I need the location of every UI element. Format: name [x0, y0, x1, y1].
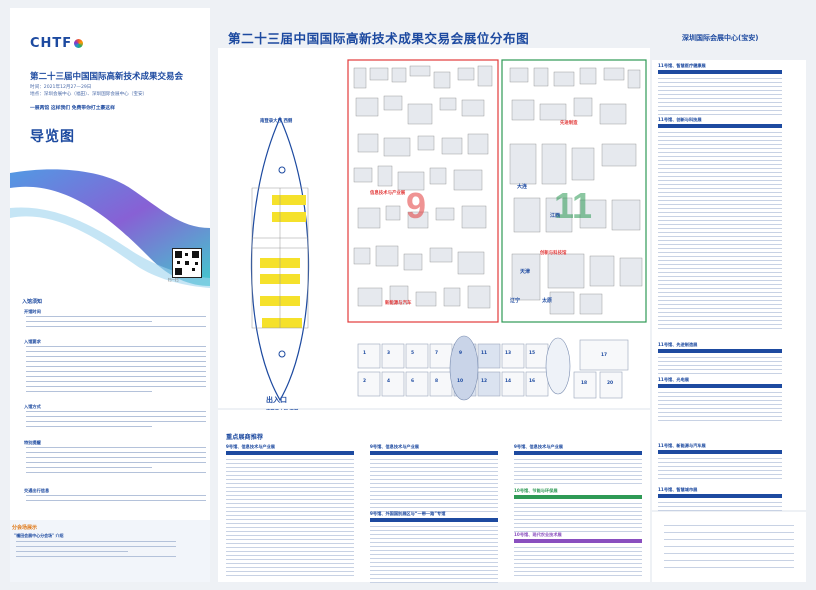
exhibitor-table-5 — [658, 450, 782, 479]
venue-map: 9 11 — [250, 59, 647, 402]
list-heading-5: 11号馆、新能源与汽车展 — [658, 443, 706, 448]
expo-title: 第二十三届中国国际高新技术成果交易会 — [30, 72, 184, 82]
list-heading-1: 11号馆、智慧医疗健康展 — [658, 63, 706, 68]
left-panel — [10, 8, 210, 582]
exhibitor-table-2 — [658, 124, 782, 329]
expo-info: 时间：2021年12月27—29日 地点：深圳会展中心（福田）、深圳国际会展中心… — [30, 85, 148, 97]
qr-label: 扫一扫 — [168, 278, 179, 282]
footer-title: 分会场展示 — [12, 525, 38, 531]
ticket-heading: 入馆方式 — [24, 404, 41, 409]
entry-notes-text — [26, 346, 206, 396]
key-group-3-title: 9号馆、外国国别展区与“一带一路”专馆 — [370, 511, 446, 516]
transport-text — [26, 495, 206, 505]
footer-text — [16, 541, 176, 561]
venue-name: 深圳国际会展中心(宝安) — [682, 34, 759, 42]
key-group-5-title: 10号馆、节能与环保展 — [514, 488, 558, 493]
key-table-2 — [370, 451, 498, 512]
logo-mark-icon — [74, 39, 84, 48]
booth-dalian: 大连 — [517, 184, 528, 190]
booth-taiyuan: 太原 — [542, 298, 553, 304]
hall-9-number: 9 — [406, 185, 426, 226]
list-heading-2: 11号馆、创新与科技展 — [658, 117, 702, 122]
key-table-6 — [514, 539, 642, 576]
open-time-heading: 开馆时间 — [24, 309, 41, 314]
key-table-4 — [514, 451, 642, 484]
key-table-5 — [514, 495, 642, 532]
central-lobby-ellipse — [545, 337, 571, 395]
footer-subtitle: "福田会展中心分会场" 介绍 — [14, 533, 64, 538]
transport-heading: 交通出行信息 — [24, 488, 50, 493]
map-title: 第二十三届中国国际高新技术成果交易会展位分布图 — [228, 31, 530, 46]
list-heading-4: 11号馆、光电展 — [658, 377, 689, 382]
exhibitor-table-1 — [658, 70, 782, 115]
booth-jiangxi: 江西 — [550, 213, 561, 219]
key-table-1 — [226, 451, 354, 576]
hall-11-number: 11 — [554, 185, 592, 226]
entry-notes-heading: 入馆要求 — [24, 339, 41, 344]
key-group-1-title: 9号馆、信息技术与产业展 — [226, 444, 275, 449]
key-group-4-title: 9号馆、信息技术与产业展 — [514, 444, 563, 449]
lobby-marker-top — [278, 166, 286, 174]
exhibitor-lists-panel — [652, 60, 806, 510]
hall-strip — [357, 339, 629, 399]
exhibitor-table-6 — [658, 494, 782, 511]
exhibitor-table-3 — [658, 349, 782, 374]
ticket-text — [26, 411, 206, 431]
red-label-1: 信息技术与产业展 — [370, 191, 406, 196]
decorative-wave — [10, 169, 210, 288]
red-label-2: 先进制造 — [560, 121, 578, 126]
north-lobby-ellipse — [449, 335, 479, 401]
list-heading-3: 11号馆、先进制造展 — [658, 342, 698, 347]
key-table-3 — [370, 518, 498, 583]
booth-liaoning: 辽宁 — [510, 298, 521, 304]
west-lobby-label: 南登录大厅 西侧 — [260, 119, 293, 124]
hall-11-booths — [509, 67, 643, 315]
lobby-marker-bottom — [278, 350, 286, 358]
reminder-heading: 特别提醒 — [24, 440, 41, 445]
entrance-label: 出入口 — [266, 396, 287, 404]
slogan: 一展两馆 这样我们 免费带你打土豪这样 — [30, 106, 115, 111]
booth-tianjin: 天津 — [520, 269, 531, 275]
key-group-6-title: 10号馆、现代农业技术展 — [514, 532, 562, 537]
guide-title: 导览图 — [30, 129, 75, 145]
hall-9-booths — [353, 65, 493, 309]
exhibitor-table-4 — [658, 384, 782, 421]
qr-code[interactable] — [172, 248, 202, 278]
key-group-2-title: 9号馆、信息技术与产业展 — [370, 444, 419, 449]
key-exhibitors-title: 重点展商推荐 — [226, 434, 264, 441]
reminder-text — [26, 447, 206, 477]
red-label-3: 创新与科技馆 — [540, 251, 567, 256]
entry-title: 入馆须知 — [22, 299, 43, 305]
open-time-text — [26, 316, 206, 331]
bottom-legend-panel — [652, 512, 806, 582]
list-heading-6: 11号馆、智慧城市展 — [658, 487, 698, 492]
red-label-4: 新能源与汽车 — [385, 301, 412, 306]
chtf-logo: CHTF — [30, 36, 84, 51]
lobby-booths — [251, 187, 309, 329]
